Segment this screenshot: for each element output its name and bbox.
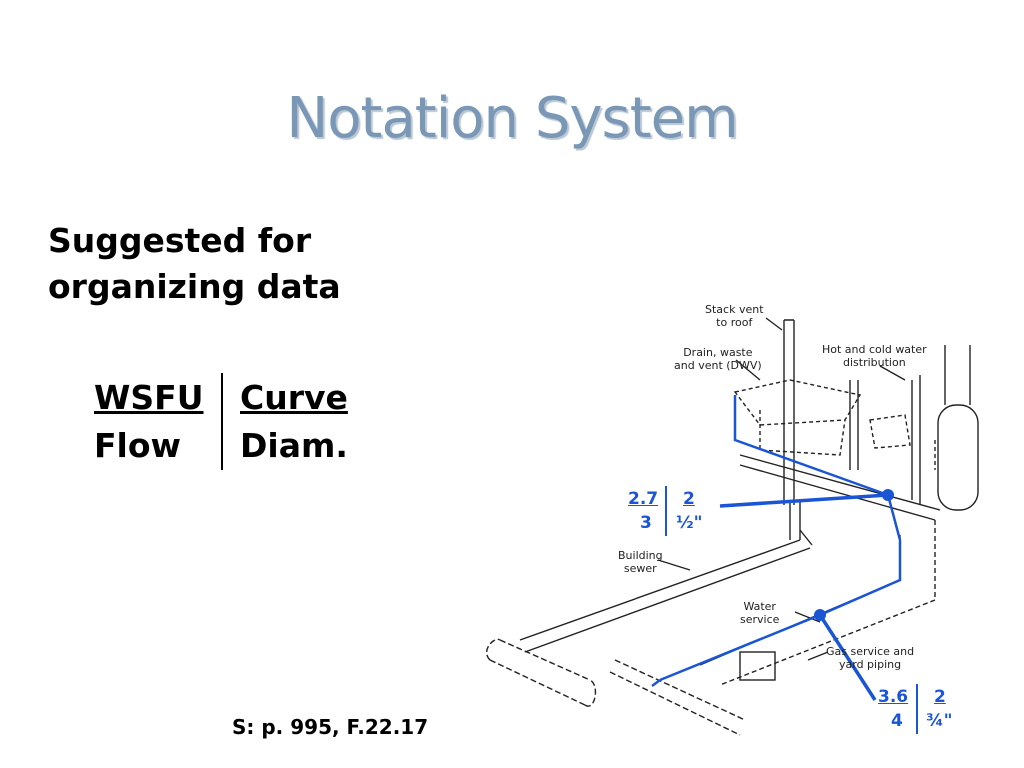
callout-point-2 (814, 609, 826, 621)
water-service-pipe (659, 494, 902, 682)
legend-divider (221, 373, 223, 470)
building-sewer-pipe (519, 539, 811, 653)
legend-flow: Flow (94, 426, 182, 465)
subtitle: Suggested for organizing data (48, 218, 341, 310)
fixture-toilet (759, 410, 846, 456)
callout-1-wsfu: 2.7 (628, 489, 659, 509)
legend-wsfu: WSFU (94, 378, 204, 417)
legend-curve: Curve (240, 378, 348, 417)
callout-2-diam: ¾" (926, 711, 953, 731)
label-gas-service: Gas service and yard piping (826, 645, 915, 671)
label-water-service: Water service (740, 600, 780, 626)
label-building-sewer: Building sewer (618, 549, 663, 575)
callout-1-curve: 2 (683, 489, 695, 509)
callout-2-flow: 4 (891, 711, 903, 731)
water-heater (937, 404, 979, 511)
legend-diam: Diam. (240, 426, 348, 465)
highlighted-piping (651, 395, 902, 701)
callout-2-curve: 2 (934, 687, 946, 707)
fixture-sink (869, 414, 911, 449)
label-stack-vent: Stack vent to roof (705, 303, 764, 329)
callout-1-flow: 3 (640, 513, 652, 533)
slide-title: Notation System (286, 86, 738, 151)
callout-2-divider (916, 684, 918, 734)
diagram-linework (485, 317, 979, 736)
source-citation: S: p. 995, F.22.17 (232, 715, 429, 739)
callout-2-wsfu: 3.6 (878, 687, 909, 707)
callout-leader-1 (719, 493, 889, 508)
sewer-main (485, 638, 597, 707)
callout-point-1 (882, 489, 894, 501)
subtitle-line-1: Suggested for (48, 221, 312, 260)
drain-horizontal (739, 454, 941, 521)
hot-cold-risers (911, 375, 921, 505)
meter-box (739, 651, 776, 681)
callout-1-diam: ½" (676, 513, 703, 533)
fixture-tub (733, 379, 862, 426)
gas-service (719, 520, 936, 686)
callout-leader-2 (818, 614, 877, 701)
label-dwv: Drain, waste and vent (DWV) (674, 346, 762, 372)
gas-main (609, 659, 746, 736)
supply-pipe (733, 395, 889, 497)
callout-1-divider (665, 486, 667, 536)
label-hot-cold: Hot and cold water distribution (822, 343, 927, 369)
stack-vent-pipe (783, 319, 795, 505)
subtitle-line-2: organizing data (48, 267, 341, 306)
